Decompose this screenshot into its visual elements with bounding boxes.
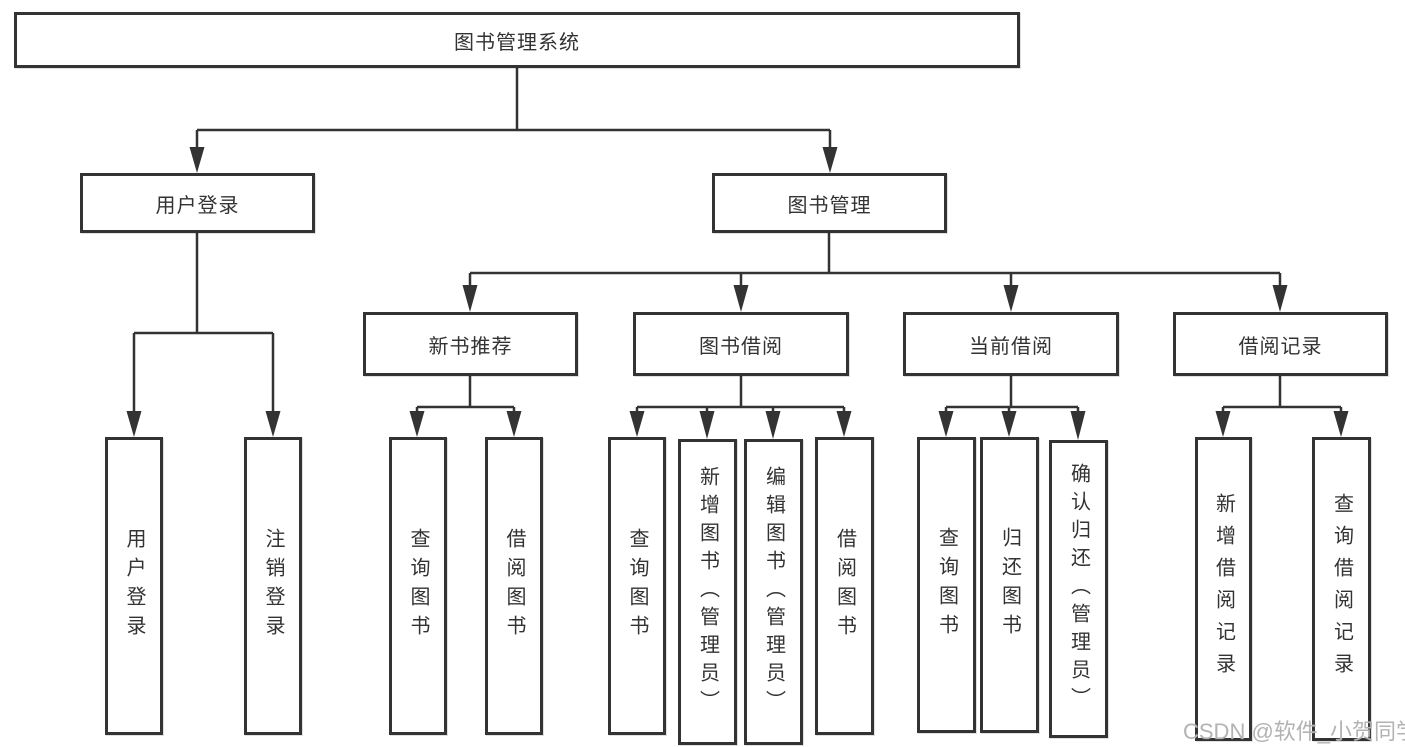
leaf-user-login: 用户登录 [105, 437, 163, 735]
leaf-label: 编辑图书（管理员） [762, 466, 785, 718]
leaf-query-books-current: 查询图书 [917, 437, 976, 733]
leaf-label: 新增借阅记录 [1212, 493, 1235, 685]
leaf-label: 用户登录 [123, 528, 145, 644]
leaf-label: 查询图书 [935, 527, 958, 643]
node-label: 图书管理 [787, 194, 872, 217]
arrowhead-group [126, 147, 1349, 440]
node-current-borrow: 当前借阅 [903, 312, 1119, 376]
leaf-add-book-admin: 新增图书（管理员） [678, 439, 737, 745]
leaf-label: 借阅图书 [503, 528, 525, 644]
leaf-label: 查询借阅记录 [1330, 493, 1353, 685]
node-label: 图书借阅 [699, 335, 783, 358]
node-label: 借阅记录 [1238, 335, 1323, 358]
leaf-label: 确认归还（管理员） [1067, 463, 1090, 715]
leaf-query-borrow-record: 查询借阅记录 [1312, 437, 1371, 741]
node-label: 新书推荐 [428, 335, 513, 358]
leaf-edit-book-admin: 编辑图书（管理员） [744, 439, 803, 745]
leaf-query-books-recommend: 查询图书 [389, 437, 447, 735]
leaf-logout: 注销登录 [244, 437, 302, 735]
node-library-system-root: 图书管理系统 [14, 12, 1020, 68]
node-label: 当前借阅 [969, 335, 1053, 358]
leaf-confirm-return-admin: 确认归还（管理员） [1049, 440, 1108, 738]
node-new-book-recommend: 新书推荐 [363, 312, 578, 376]
csdn-watermark: CSDN @软件_小贺同学 [1183, 719, 1405, 744]
node-book-management: 图书管理 [712, 173, 947, 233]
node-label: 图书管理系统 [454, 31, 580, 54]
node-borrow-records: 借阅记录 [1173, 312, 1388, 376]
leaf-add-borrow-record: 新增借阅记录 [1195, 437, 1252, 741]
node-label: 用户登录 [155, 194, 240, 217]
leaf-label: 注销登录 [262, 528, 284, 644]
node-user-login: 用户登录 [80, 173, 315, 233]
leaf-label: 查询图书 [626, 528, 648, 644]
leaf-query-books-borrow: 查询图书 [608, 437, 666, 735]
leaf-label: 新增图书（管理员） [696, 466, 719, 718]
leaf-label: 查询图书 [407, 528, 429, 644]
node-book-borrow: 图书借阅 [633, 312, 849, 376]
leaf-borrow-books-2: 借阅图书 [815, 437, 874, 735]
leaf-return-book: 归还图书 [980, 437, 1039, 733]
leaf-label: 归还图书 [998, 527, 1021, 643]
leaf-label: 借阅图书 [833, 528, 856, 644]
leaf-borrow-books-recommend: 借阅图书 [485, 437, 543, 735]
